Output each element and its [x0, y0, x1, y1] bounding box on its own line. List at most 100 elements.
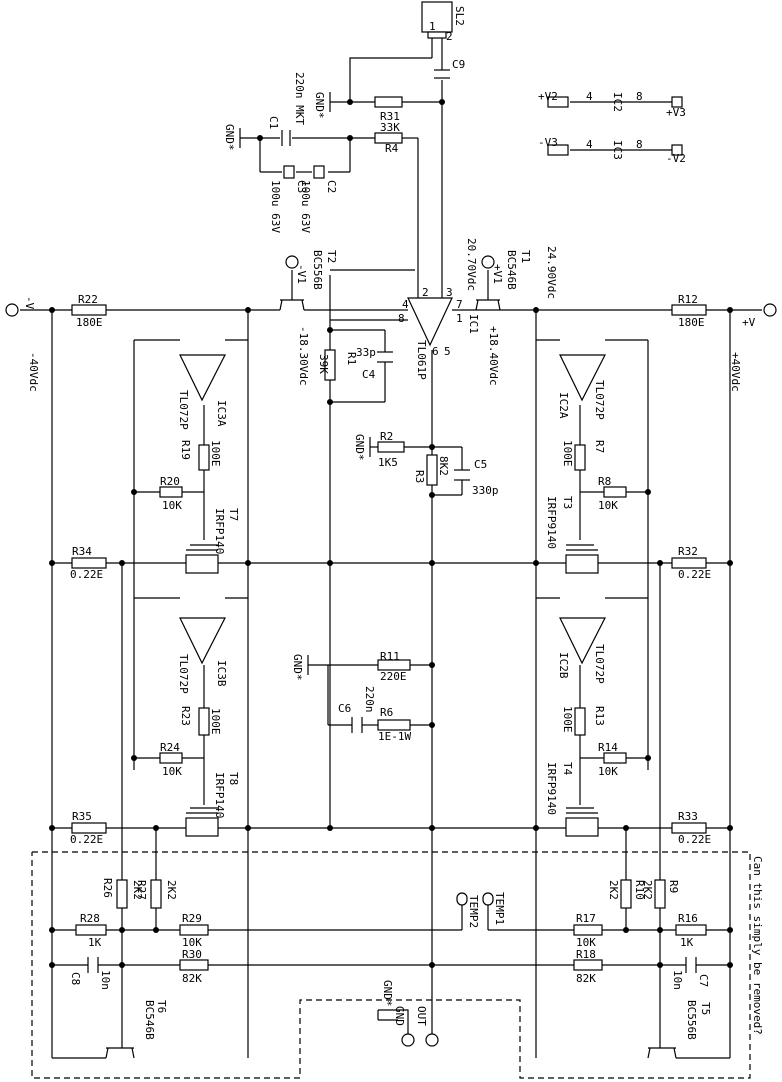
r23-value: 100E — [209, 708, 222, 735]
temp2-sensor — [456, 892, 468, 906]
r32-label: R32 — [678, 545, 698, 558]
c5-value: 330p — [472, 484, 499, 497]
r26-value: 2K2 — [131, 880, 144, 900]
t1-type: BC546B — [505, 250, 518, 290]
r19-value: 100E — [209, 440, 222, 467]
t8-mosfet — [185, 807, 219, 837]
r35-value: 0.22E — [70, 833, 103, 846]
ic3-label: IC3 — [611, 140, 624, 160]
gnd-terminal — [401, 1033, 415, 1047]
r1-value: 39K — [317, 354, 330, 374]
c2-capacitor — [313, 165, 325, 179]
pin4-label: 4 — [586, 90, 593, 103]
c8-value: 10n — [99, 970, 112, 990]
t1-label: T1 — [519, 250, 532, 263]
v249-label: 24.90Vdc — [545, 246, 558, 299]
r14-label: R14 — [598, 741, 618, 754]
gnd-label: GND* — [291, 654, 304, 681]
r28-resistor — [75, 924, 107, 936]
t6-type: BC546B — [143, 1000, 156, 1040]
pin-number: 5 — [444, 345, 451, 358]
r18-label: R18 — [576, 948, 596, 961]
ic2a-opamp — [559, 354, 606, 402]
junctions — [49, 99, 733, 968]
r28-value: 1K — [88, 936, 102, 949]
r6-label: R6 — [380, 706, 393, 719]
ic1-label: IC1 — [467, 314, 480, 334]
v1pos-terminal — [481, 255, 495, 269]
r22-resistor — [71, 304, 107, 316]
r29-label: R29 — [182, 912, 202, 925]
r34-resistor — [71, 557, 107, 569]
labels: SL2 1 2 C9 220n MKT GND* R31 33K R4 C1 G… — [23, 6, 764, 1040]
r27-label: R27 — [135, 880, 148, 900]
r8-resistor — [603, 486, 627, 498]
t3-type: IRFP9140 — [545, 496, 558, 549]
t7-type: IRFP140 — [213, 508, 226, 554]
r31-resistor — [374, 96, 403, 108]
gnd-label: GND* — [381, 980, 394, 1007]
gnd-label: GND* — [223, 124, 236, 151]
r22-value: 180E — [76, 316, 103, 329]
r4-label: R4 — [385, 142, 399, 155]
r10-label: R10 — [633, 880, 646, 900]
r27-value: 2K2 — [165, 880, 178, 900]
r7-value: 100E — [561, 440, 574, 467]
ic3b-label: IC3B — [215, 660, 228, 687]
temp1-label: TEMP1 — [493, 892, 506, 925]
r28-label: R28 — [80, 912, 100, 925]
r9-label: R9 — [667, 880, 680, 893]
vpos40-label: +40Vdc — [729, 352, 742, 392]
plus-v3-label: +V3 — [666, 106, 686, 119]
temp1-sensor — [482, 892, 494, 906]
ic2b-type: TL072P — [593, 644, 606, 684]
r14-resistor — [603, 752, 627, 764]
r33-value: 0.22E — [678, 833, 711, 846]
t4-type: IRFP9140 — [545, 762, 558, 815]
r19-resistor — [198, 444, 210, 471]
r13-resistor — [574, 707, 586, 736]
sl2-connector — [421, 1, 453, 33]
t2-type: BC556B — [311, 250, 324, 290]
r11-resistor — [377, 659, 411, 671]
r22-label: R22 — [78, 293, 98, 306]
c4-capacitor — [377, 351, 393, 363]
t8-label: T8 — [227, 772, 240, 785]
temp2-label: TEMP2 — [467, 895, 480, 928]
gnd-label: GND* — [313, 92, 326, 119]
pin-number: 7 — [456, 298, 463, 311]
c5-capacitor — [454, 469, 470, 481]
r16-value: 1K — [680, 936, 694, 949]
sl2-pin1: 1 — [429, 20, 436, 33]
c2-label: C2 — [325, 180, 338, 193]
ic3b-opamp — [179, 617, 226, 665]
ic3a-label: IC3A — [215, 400, 228, 427]
r23-resistor — [198, 707, 210, 736]
r26-label: R26 — [101, 878, 114, 898]
r31-label: R31 — [380, 110, 400, 123]
r34-label: R34 — [72, 545, 92, 558]
vp184-label: +18.40Vdc — [487, 326, 500, 386]
r34-value: 0.22E — [70, 568, 103, 581]
gnd-label: GND* — [353, 434, 366, 461]
vpos-terminal — [763, 303, 777, 317]
r16-resistor — [675, 924, 707, 936]
t8-type: IRFP140 — [213, 772, 226, 818]
r12-resistor — [671, 304, 707, 316]
c2-value: 100u 63V — [299, 180, 312, 233]
minus-v2-label: -V2 — [666, 152, 686, 165]
r2-value: 1K5 — [378, 456, 398, 469]
t3-mosfet — [565, 544, 599, 574]
r11-value: 220E — [380, 670, 407, 683]
r13-label: R13 — [593, 706, 606, 726]
r3-label: R3 — [413, 470, 426, 483]
plus-v2-label: +V2 — [538, 90, 558, 103]
r13-value: 100E — [561, 706, 574, 733]
c7-capacitor — [685, 957, 697, 973]
ic3b-type: TL072P — [177, 654, 190, 694]
r19-label: R19 — [179, 440, 192, 460]
vneg-label: -V — [23, 296, 36, 310]
r1-resistor — [324, 349, 336, 381]
sl2-pin2: 2 — [446, 30, 453, 43]
